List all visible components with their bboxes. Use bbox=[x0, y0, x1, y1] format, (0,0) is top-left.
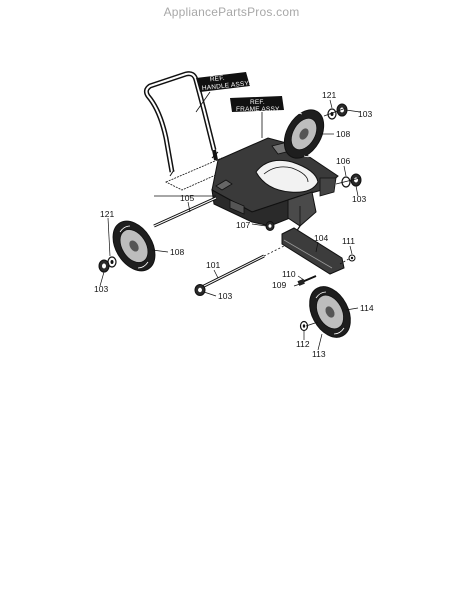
wheel-bottom-right bbox=[309, 286, 351, 338]
leader-lines bbox=[99, 99, 361, 351]
frame-assembly bbox=[211, 137, 339, 233]
ref-frame-line1: REF. bbox=[250, 99, 265, 106]
nut-103-left bbox=[98, 259, 110, 273]
callout-103-bottom: 103 bbox=[218, 291, 232, 301]
callout-121-top: 121 bbox=[322, 90, 336, 100]
callout-103-left: 103 bbox=[94, 284, 108, 294]
spacer-106 bbox=[341, 176, 351, 188]
callout-103-top: 103 bbox=[358, 109, 372, 119]
washer-121-top bbox=[327, 108, 337, 120]
callout-121-left: 121 bbox=[100, 209, 114, 219]
callout-108-top: 108 bbox=[336, 129, 350, 139]
callout-103-mid: 103 bbox=[352, 194, 366, 204]
callout-109: 109 bbox=[272, 280, 286, 290]
handle-assembly bbox=[143, 71, 237, 191]
washer-112 bbox=[299, 320, 309, 332]
nut-107 bbox=[265, 221, 275, 231]
wheel-left bbox=[112, 220, 156, 272]
callout-106: 106 bbox=[336, 156, 350, 166]
site-watermark: AppliancePartsPros.com bbox=[163, 5, 300, 19]
callouts: 121 103 108 106 103 105 107 104 111 121 … bbox=[94, 90, 374, 359]
nut-103-bottom bbox=[194, 284, 206, 296]
callout-104: 104 bbox=[314, 233, 328, 243]
front-axle bbox=[153, 195, 217, 228]
callout-112: 112 bbox=[296, 339, 310, 349]
caster-bracket bbox=[281, 206, 356, 275]
wheel-top-right bbox=[283, 109, 325, 159]
callout-113: 113 bbox=[312, 349, 326, 359]
ref-handle-line1: REF. bbox=[210, 75, 226, 84]
callout-110: 110 bbox=[282, 269, 296, 279]
callout-114: 114 bbox=[360, 303, 374, 313]
callout-101: 101 bbox=[206, 260, 220, 270]
callout-107: 107 bbox=[236, 220, 250, 230]
ref-frame-assy-tag: REF. FRAME ASSY. bbox=[230, 96, 284, 138]
callout-111: 111 bbox=[342, 236, 355, 246]
ref-frame-line2: FRAME ASSY. bbox=[236, 106, 281, 113]
callout-108-left: 108 bbox=[170, 247, 184, 257]
nut-103-top bbox=[336, 103, 348, 117]
callout-105: 105 bbox=[180, 193, 194, 203]
